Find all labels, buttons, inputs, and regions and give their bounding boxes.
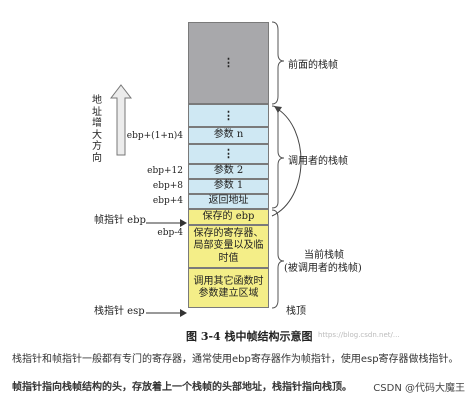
address-label: ebp-4 [157, 228, 183, 238]
brace-current-frame [271, 209, 285, 309]
growth-direction-arrow [109, 84, 133, 156]
growth-char: 大 [92, 129, 102, 141]
stack-cell-ellipsis-mid: ⋮ [188, 144, 269, 164]
address-label: ebp+8 [152, 181, 183, 191]
brace-previous-frame [271, 21, 285, 105]
ebp-link-curve [271, 107, 302, 217]
growth-direction-label: 地 址 增 大 方 向 [91, 95, 103, 164]
figure-caption: 图 3-4 栈中帧结构示意图 [186, 330, 313, 343]
growth-char: 地 [92, 95, 102, 106]
up-arrow-icon [109, 84, 133, 156]
stack-cell-param-n: 参数 n [188, 127, 269, 144]
address-label: ebp+12 [147, 166, 183, 176]
right-arrow-icon [146, 219, 187, 227]
watermark: https://blog.csdn.net/... [318, 331, 400, 339]
frame-pointer-arrow [146, 213, 188, 232]
growth-char: 增 [92, 118, 102, 129]
ellipsis-vertical: ⋮ [223, 108, 234, 122]
region-label-previous-frame: 前面的栈帧 [288, 60, 338, 71]
body-text-line-2: 帧指针指向栈帧结构的头，存放着上一个栈帧的头部地址，栈指针指向栈顶。 [12, 382, 352, 393]
stack-cell-saved-registers: 保存的寄存器、局部变量以及临时值 [188, 225, 269, 268]
region-label-stack-top: 栈顶 [286, 306, 306, 317]
address-label: ebp+4 [152, 196, 183, 206]
stack-cell-saved-ebp: 保存的 ebp [188, 209, 269, 225]
stack-cell-call-args-area: 调用其它函数时参数建立区域 [188, 268, 269, 308]
ellipsis-vertical: ⋮ [223, 56, 234, 69]
region-label-current-frame-sub: (被调用者的栈帧) [284, 263, 362, 274]
region-label-current-frame: 当前栈帧 [304, 250, 344, 261]
growth-char: 址 [92, 106, 102, 118]
brace-caller-frame [271, 105, 285, 209]
stack-cell-return-address: 返回地址 [188, 194, 269, 209]
ellipsis-vertical: ⋮ [223, 147, 234, 160]
stack-cell-param-1: 参数 1 [188, 179, 269, 194]
csdn-footer-badge: CSDN @代码大魔王 [370, 378, 468, 395]
body-text-line-1: 栈指针和帧指针一般都有专门的寄存器，通常使用ebp寄存器作为帧指针，使用esp寄… [12, 354, 459, 365]
stack-pointer-label: 栈指针 esp [94, 306, 145, 317]
region-braces [271, 21, 302, 309]
region-label-caller-frame: 调用者的栈帧 [288, 156, 348, 167]
frame-pointer-label: 帧指针 ebp [94, 215, 146, 226]
stack-cell-param-2: 参数 2 [188, 164, 269, 179]
right-arrow-icon [146, 309, 187, 317]
growth-char: 向 [92, 152, 102, 164]
address-label: ebp+(1+n)4 [126, 131, 183, 141]
stack-cell-ellipsis-top: ⋮ [188, 104, 269, 127]
previous-frame-block: ⋮ [188, 22, 269, 104]
stack-pointer-arrow [146, 303, 188, 322]
growth-char: 方 [92, 141, 102, 152]
